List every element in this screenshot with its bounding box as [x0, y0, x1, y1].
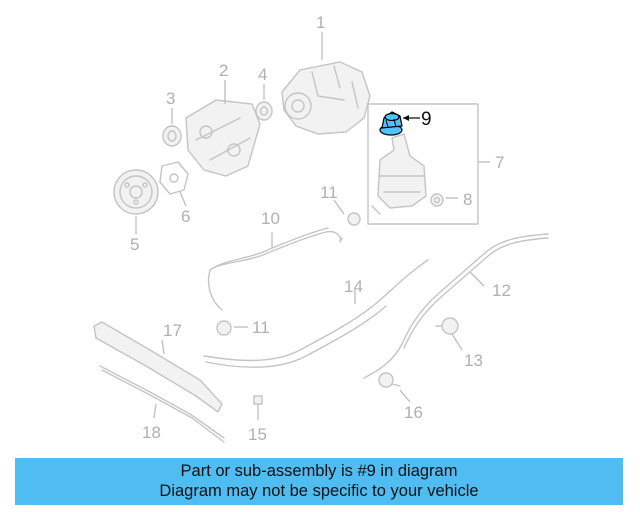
- callout-14: 14: [344, 277, 363, 296]
- pressure-line-part: [363, 233, 549, 379]
- return-hose-part: [207, 230, 343, 311]
- callout-16: 16: [404, 403, 423, 422]
- banner-line-1: Part or sub-assembly is #9 in diagram: [180, 462, 458, 480]
- clamp-lower-part: [216, 320, 232, 336]
- bracket-strip-part: [99, 365, 225, 439]
- callout-10: 10: [261, 209, 280, 228]
- reservoir-part: [371, 133, 427, 215]
- banner-line-2: Diagram may not be specific to your vehi…: [159, 482, 479, 500]
- sensor-part: [435, 317, 459, 335]
- callout-12: 12: [492, 281, 511, 300]
- bracket-part: [185, 99, 261, 177]
- callout-9: 9: [421, 109, 432, 130]
- callout-11-lower: 11: [252, 318, 270, 337]
- gasket-part: [159, 161, 189, 195]
- callout-11-upper: 11: [320, 183, 338, 202]
- parts-diagram: 1 2 3 4 5 6 7: [93, 13, 549, 444]
- clamp-upper-part: [347, 212, 361, 226]
- grommet-part: [430, 193, 444, 207]
- callout-13: 13: [464, 351, 483, 370]
- callout-17: 17: [163, 321, 182, 340]
- callout-7: 7: [495, 153, 504, 172]
- bushing-left-part: [162, 125, 182, 147]
- pulley-part: [113, 169, 159, 215]
- reservoir-assembly-box: [367, 103, 479, 225]
- heat-shield-part: [93, 321, 223, 414]
- callout-2: 2: [219, 61, 228, 80]
- clip-part: [253, 395, 263, 405]
- callout-6: 6: [181, 207, 190, 226]
- info-banner: Part or sub-assembly is #9 in diagram Di…: [15, 458, 623, 505]
- callout-4: 4: [258, 65, 267, 84]
- callout-5: 5: [130, 235, 139, 254]
- bushing-right-part: [255, 101, 273, 121]
- callout-3: 3: [166, 89, 175, 108]
- pump-part: [281, 61, 371, 135]
- callout-18: 18: [142, 423, 161, 442]
- callout-1: 1: [316, 13, 325, 32]
- reservoir-cap-part: [379, 111, 403, 136]
- callout-15: 15: [248, 425, 267, 444]
- callout-8: 8: [463, 190, 472, 209]
- fitting-part: [378, 372, 401, 388]
- cooler-line-part: [203, 259, 429, 362]
